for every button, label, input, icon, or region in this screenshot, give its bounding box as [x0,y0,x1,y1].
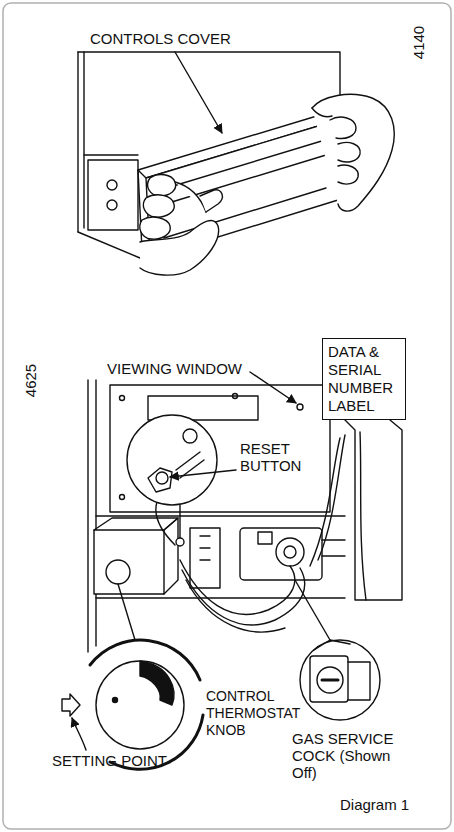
viewing-window [297,404,303,410]
boiler-lower [88,380,402,652]
wires [156,435,345,632]
frame [3,3,451,829]
thermostat-knob [106,560,130,584]
part-label: SETTING POINT [52,752,192,769]
figure-number: 4140 [410,21,427,65]
caption: Diagram 1 [340,796,409,813]
leader-line [250,372,296,403]
setting-point-arrow [62,694,80,716]
gas-cock-detail [295,580,380,720]
right-hand [312,94,394,211]
controls-cover [138,112,338,258]
figure-number: 4625 [22,359,39,403]
left-hand [140,175,223,276]
box-text: DATA & SERIAL NUMBER LABEL [328,343,400,415]
part-label: CONTROL THERMOSTAT KNOB [206,688,306,739]
leader-line [360,432,366,600]
label-box: DATA & SERIAL NUMBER LABEL [322,338,406,420]
part-label: CONTROLS COVER [90,30,270,47]
reset-button-detail [127,415,236,546]
part-label: GAS SERVICE COCK (Shown Off) [292,730,410,781]
part-label: VIEWING WINDOW [107,360,249,377]
part-label: RESET BUTTON [240,440,320,474]
thermostat-detail [62,584,204,769]
leader-line [175,52,222,133]
